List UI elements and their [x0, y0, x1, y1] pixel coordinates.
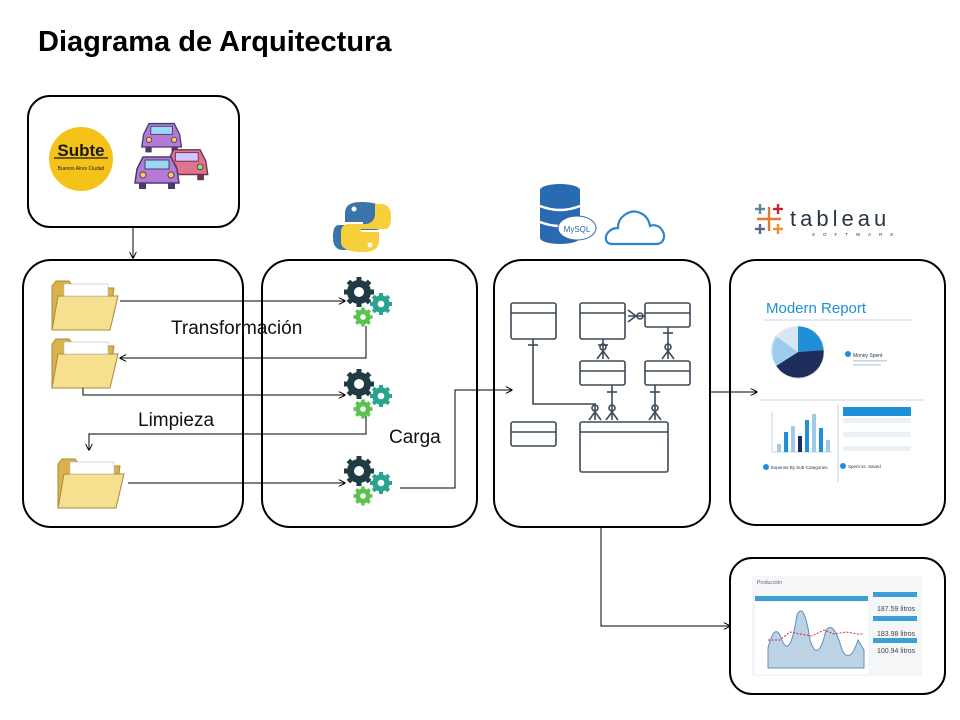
report-pie-chart: [771, 325, 825, 379]
database-to-dashboard-arrow: [600, 528, 730, 626]
report-expense: Expense By Sub-Categories: [771, 465, 828, 470]
folder2-to-gear2-arrow: [82, 388, 345, 395]
cloud-icon: [604, 210, 666, 246]
report-money-spent: Money Spent: [853, 353, 883, 359]
subte-logo-icon: Subte Buenos Aires Ciudad: [49, 127, 113, 191]
gears-icon: [344, 456, 392, 506]
folder-icon: [51, 280, 119, 331]
dashboard-value-2: 183.98 litros: [877, 631, 916, 638]
tableau-logo-icon: [755, 204, 783, 234]
modern-report-thumbnail: Modern Report Money Spent: [760, 288, 930, 482]
mysql-label: MySQL: [564, 225, 591, 234]
subte-logo-subtext: Buenos Aires Ciudad: [58, 166, 105, 172]
report-table: [843, 407, 911, 458]
production-dashboard-thumbnail: Producción 187.59 litros 183.98 litros 1…: [752, 576, 922, 676]
dashboard-value-3: 100.94 litros: [877, 648, 916, 655]
tableau-wordmark: tableau: [790, 206, 890, 231]
flow-arrows: [82, 227, 757, 626]
clean-label: Limpieza: [138, 410, 215, 431]
gears-icon: [344, 277, 392, 327]
folder-icon: [51, 338, 119, 389]
gears-icon: [344, 369, 392, 419]
transform-label: Transformación: [171, 318, 303, 339]
load-label: Carga: [389, 427, 441, 448]
mysql-database-icon: MySQL: [539, 184, 597, 244]
files-box: [22, 259, 244, 528]
database-box: [493, 259, 711, 528]
gear3-to-database-arrow: [400, 390, 512, 489]
dashboard-value-1: 187.59 litros: [877, 606, 916, 613]
dashboard-title: Producción: [757, 580, 782, 586]
folder-icon: [57, 458, 125, 509]
python-logo-icon: [333, 202, 391, 252]
etl-box: [261, 259, 478, 528]
report-spent-saved: Spent vs. Saved: [848, 464, 881, 469]
gear2-to-folder3-arrow: [89, 416, 367, 450]
tableau-subtext: SOFTWARE: [812, 232, 901, 237]
cars-icon: [134, 122, 209, 190]
report-bar-chart: [771, 412, 832, 453]
page-title: Diagrama de Arquitectura: [38, 26, 392, 58]
report-title: Modern Report: [766, 300, 867, 317]
erd-diagram: [510, 302, 691, 473]
gear1-to-folder2-arrow: [120, 326, 367, 358]
subte-logo-text: Subte: [57, 141, 104, 160]
